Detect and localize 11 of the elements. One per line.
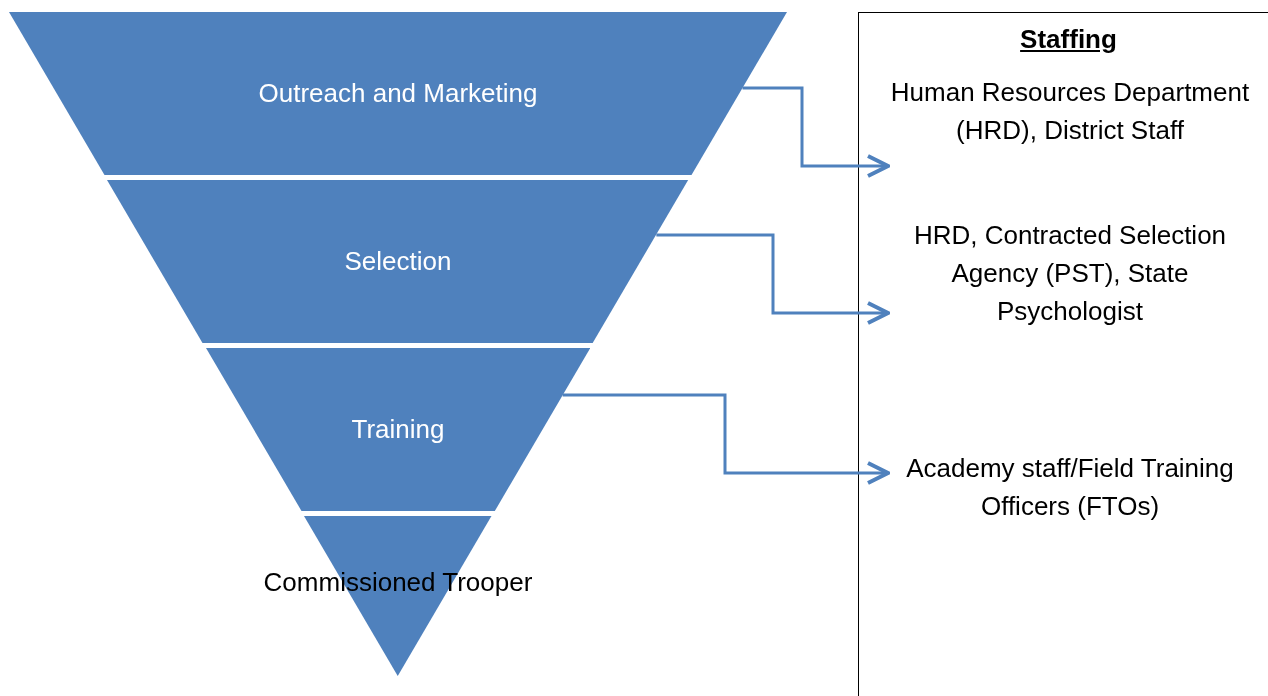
staffing-text: Human Resources Department (HRD), District Staff (889, 73, 1251, 191)
stage-label: Training (350, 414, 446, 444)
arrow (656, 233, 890, 325)
staffing-text: HRD, Contracted Selection Agency (PST), State Psychologist (889, 216, 1251, 334)
panel-heading: Staffing (1019, 23, 1118, 55)
stage-label: Outreach and Marketing (257, 78, 539, 108)
staffing-text: Academy staff/Field Training Officers (FTOs) (889, 449, 1251, 529)
arrow (562, 393, 890, 485)
stage-label: Selection (343, 246, 453, 276)
staffing-panel (858, 12, 1268, 696)
arrow (742, 86, 890, 178)
